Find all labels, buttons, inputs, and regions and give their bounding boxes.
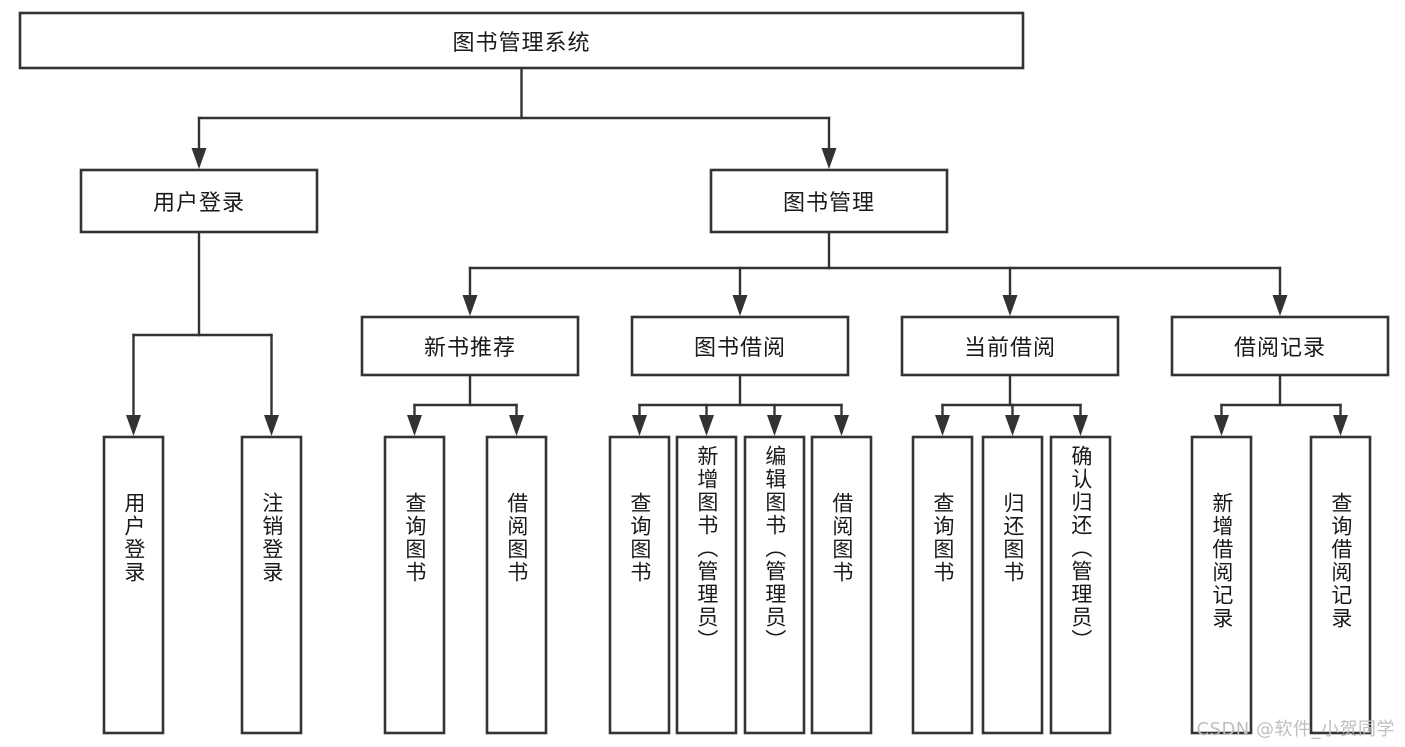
- arrow-head-icon: [699, 415, 714, 436]
- arrow-head-icon: [1272, 295, 1288, 316]
- node-box-leaf-add-record[interactable]: [1190, 435, 1253, 735]
- arrow-head-icon: [462, 295, 478, 316]
- arrow-head-icon: [1005, 415, 1020, 436]
- node-box-book-borrow[interactable]: [630, 315, 850, 377]
- node-box-leaf-confirm-return[interactable]: [1049, 435, 1112, 735]
- arrow-head-icon: [732, 295, 748, 316]
- connectors-layer: [126, 66, 1348, 436]
- arrow-head-icon: [767, 415, 782, 436]
- node-box-leaf-query-book-current[interactable]: [911, 435, 974, 735]
- node-box-book-manage[interactable]: [709, 168, 949, 234]
- node-box-leaf-add-book[interactable]: [675, 435, 738, 735]
- arrow-head-icon: [126, 415, 141, 436]
- arrow-head-icon: [834, 415, 849, 436]
- node-box-leaf-query-book-borrow[interactable]: [608, 435, 671, 735]
- node-box-current-borrow[interactable]: [900, 315, 1120, 377]
- node-box-user-login[interactable]: [79, 168, 319, 234]
- node-box-leaf-user-login[interactable]: [102, 435, 165, 735]
- arrow-head-icon: [1333, 415, 1348, 436]
- arrow-head-icon: [191, 148, 207, 169]
- node-box-leaf-query-book-rec[interactable]: [383, 435, 446, 735]
- node-box-leaf-return-book[interactable]: [981, 435, 1044, 735]
- arrow-head-icon: [935, 415, 950, 436]
- node-box-leaf-edit-book[interactable]: [743, 435, 806, 735]
- arrow-head-icon: [632, 415, 647, 436]
- node-box-borrow-record[interactable]: [1170, 315, 1390, 377]
- arrow-head-icon: [264, 415, 279, 436]
- arrow-head-icon: [1002, 295, 1018, 316]
- arrow-head-icon: [407, 415, 422, 436]
- arrow-head-icon: [1073, 415, 1088, 436]
- node-box-root[interactable]: [18, 11, 1025, 70]
- node-box-leaf-borrow-book-rec[interactable]: [485, 435, 548, 735]
- node-box-new-book-rec[interactable]: [360, 315, 580, 377]
- arrow-head-icon: [509, 415, 524, 436]
- arrow-head-icon: [1214, 415, 1229, 436]
- node-box-leaf-borrow-book[interactable]: [810, 435, 873, 735]
- arrow-head-icon: [821, 148, 837, 169]
- node-box-leaf-user-logout[interactable]: [240, 435, 303, 735]
- nodes-layer: [18, 11, 1390, 735]
- node-box-leaf-query-record[interactable]: [1309, 435, 1372, 735]
